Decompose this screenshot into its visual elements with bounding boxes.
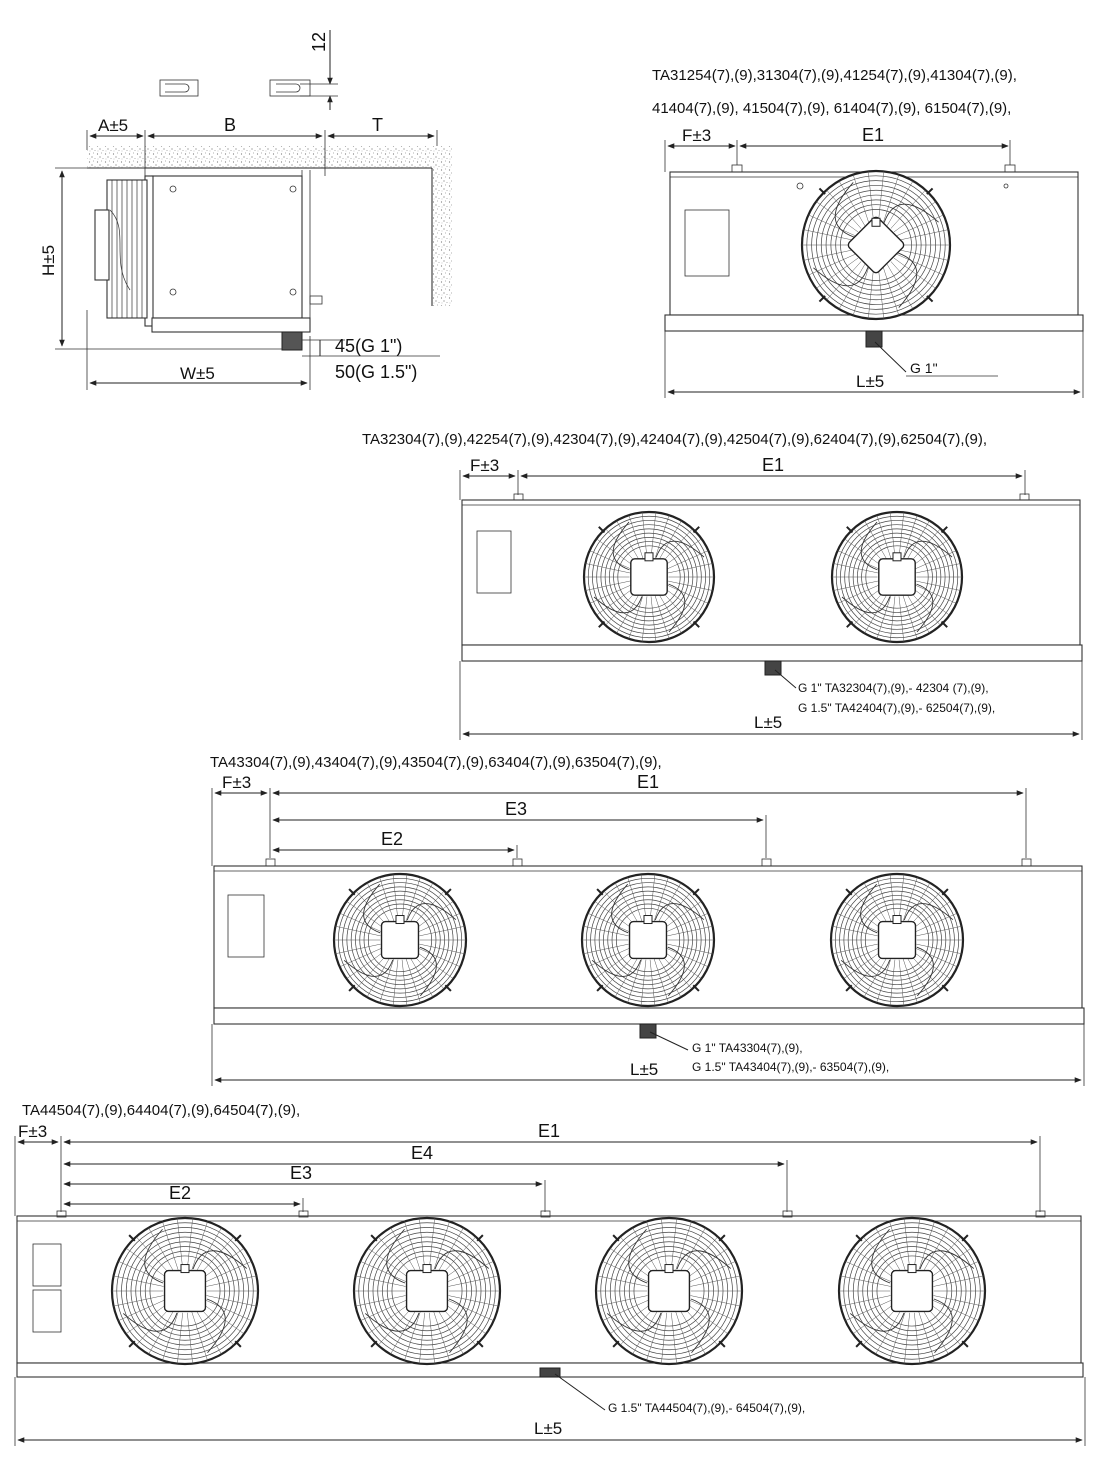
unit-4-dim-e2: E2 (169, 1183, 191, 1203)
drain-side (281, 331, 303, 351)
unit-4-service-panel-top (32, 1243, 62, 1287)
unit-2-dim-f: F±3 (470, 456, 499, 475)
unit-2-drawing: TA32304(7),(9),42254(7),(9),42304(7),(9)… (362, 431, 1083, 740)
unit-3-drain (639, 1023, 657, 1039)
unit-1-drain (865, 330, 883, 348)
unit-1-mount-left (731, 164, 743, 173)
unit-1-drawing: TA31254(7),(9),31304(7),(9),41254(7),(9)… (652, 67, 1084, 398)
unit-3-dim-e1: E1 (637, 772, 659, 792)
fan-guard-icon (800, 169, 952, 321)
fan-guard-icon (837, 1216, 987, 1366)
fan-guard-icon (830, 510, 964, 644)
dim-12-label: 12 (309, 32, 329, 52)
unit-4-dim-l: L±5 (534, 1419, 562, 1438)
fan-guard-icon (582, 510, 716, 644)
unit-4-service-panel-bottom (32, 1289, 62, 1333)
unit-4-dim-e4: E4 (411, 1143, 433, 1163)
unit-3-drain-label-2: G 1.5" TA43404(7),(9),- 63504(7),(9), (692, 1060, 889, 1074)
unit-3-dim-l: L±5 (630, 1060, 658, 1079)
unit-1-service-panel (684, 209, 730, 277)
unit-4-drain (539, 1367, 561, 1378)
wall-slab (432, 168, 452, 306)
unit-2-dim-l: L±5 (754, 713, 782, 732)
fan-guard-icon (352, 1216, 502, 1366)
fan-guard-icon (594, 1216, 744, 1366)
fan-guard-side (94, 179, 148, 319)
unit-2-drain-label-2: G 1.5" TA42404(7),(9),- 62504(7),(9), (798, 701, 995, 715)
dim-w-label: W±5 (180, 364, 215, 383)
unit-1-title-line1: TA31254(7),(9),31304(7),(9),41254(7),(9)… (652, 67, 1017, 84)
unit-4-dim-e3: E3 (290, 1163, 312, 1183)
unit-body-side (151, 175, 303, 319)
unit-4-drain-label: G 1.5" TA44504(7),(9),- 64504(7),(9), (608, 1401, 805, 1415)
unit-3-dim-e2: E2 (381, 829, 403, 849)
side-view: 12 A±5 B T H±5 W±5 45(G 1") 50(G 1.5") (39, 30, 452, 390)
unit-3-drain-label-1: G 1" TA43304(7),(9), (692, 1041, 803, 1055)
unit-3-service-panel (227, 894, 265, 958)
unit-3-drawing: TA43304(7),(9),43404(7),(9),43504(7),(9)… (210, 754, 1085, 1086)
ceiling-slab (87, 146, 452, 168)
dim-a-label: A±5 (98, 116, 128, 135)
unit-1-dim-e1: E1 (862, 125, 884, 145)
pipe-detail-icons (159, 79, 311, 97)
unit-4-dim-e1: E1 (538, 1121, 560, 1141)
unit-2-title: TA32304(7),(9),42254(7),(9),42304(7),(9)… (362, 431, 987, 448)
unit-3-title: TA43304(7),(9),43404(7),(9),43504(7),(9)… (210, 754, 662, 771)
unit-3-dim-e3: E3 (505, 799, 527, 819)
unit-3-dim-f: F±3 (222, 773, 251, 792)
drain-size-1: 45(G 1") (335, 336, 402, 356)
fan-guard-icon (829, 872, 965, 1008)
unit-2-service-panel (476, 530, 512, 594)
fan-guard-icon (332, 872, 468, 1008)
unit-4-title: TA44504(7),(9),64404(7),(9),64504(7),(9)… (22, 1102, 300, 1119)
unit-2-dim-e1: E1 (762, 455, 784, 475)
unit-1-mount-right (1004, 164, 1016, 173)
unit-1-dim-f: F±3 (682, 126, 711, 145)
dim-h-label: H±5 (39, 245, 58, 276)
fan-guard-icon (110, 1216, 260, 1366)
dim-t-label: T (372, 115, 383, 135)
unit-2-body (461, 499, 1081, 646)
drain-size-2: 50(G 1.5") (335, 362, 417, 382)
unit-1-dim-l: L±5 (856, 372, 884, 391)
unit-1-drain-label: G 1" (910, 360, 938, 376)
unit-1-title-line2: 41404(7),(9), 41504(7),(9), 61404(7),(9)… (652, 100, 1011, 117)
unit-4-dim-f: F±3 (18, 1122, 47, 1141)
unit-4-drawing: TA44504(7),(9),64404(7),(9),64504(7),(9)… (14, 1102, 1086, 1446)
unit-2-drain-label-1: G 1" TA32304(7),(9),- 42304 (7),(9), (798, 681, 989, 695)
fan-guard-icon (580, 872, 716, 1008)
dim-b-label: B (224, 115, 236, 135)
